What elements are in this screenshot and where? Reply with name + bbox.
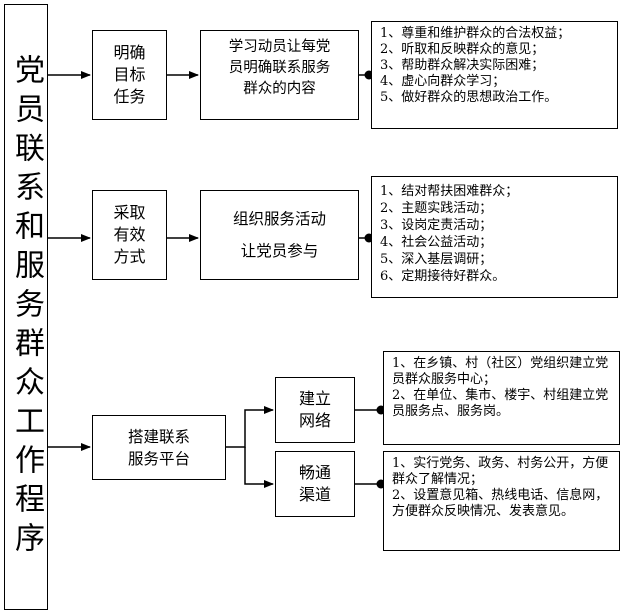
list-item: 2、主题实践活动； — [380, 201, 493, 216]
list-item: 1、结对帮扶困难群众； — [380, 184, 519, 199]
title-box: 党员联系和服务群众工作程序 — [4, 4, 48, 610]
channels-list: 1、实行党务、政务、村务公开，方便群众了解情况； 2、设置意见箱、热线电话、信息… — [392, 456, 611, 520]
list-item: 2、设置意见箱、热线电话、信息网，方便群众反映情况、发表意见。 — [392, 488, 609, 519]
list-box-network: 1、在乡镇、村（社区）党组织建立党员群众服务中心； 2、在单位、集市、楼宇、村组… — [383, 351, 620, 445]
step-box-build-platform: 搭建联系 服务平台 — [92, 415, 226, 480]
list-item: 1、在乡镇、村（社区）党组织建立党员群众服务中心； — [392, 356, 609, 387]
service-contents-list: 1、尊重和维护群众的合法权益； 2、听取和反映群众的意见； 3、帮助群众解决实际… — [380, 26, 609, 106]
branch-box-build-network: 建立 网络 — [275, 377, 355, 443]
network-list: 1、在乡镇、村（社区）党组织建立党员群众服务中心； 2、在单位、集市、楼宇、村组… — [392, 356, 611, 420]
list-item: 2、听取和反映群众的意见； — [380, 42, 545, 57]
list-box-service-contents: 1、尊重和维护群众的合法权益； 2、听取和反映群众的意见； 3、帮助群众解决实际… — [371, 21, 618, 129]
branch-box-open-channels: 畅通 渠道 — [275, 451, 355, 517]
list-item: 6、定期接待好群众。 — [380, 269, 506, 284]
list-item: 1、尊重和维护群众的合法权益； — [380, 26, 571, 41]
list-item: 5、深入基层调研； — [380, 252, 493, 267]
activity-types-list: 1、结对帮扶困难群众； 2、主题实践活动； 3、设岗定责活动； 4、社会公益活动… — [380, 183, 609, 285]
step-box-clarify-goals: 明确 目标 任务 — [92, 30, 167, 120]
list-box-channels: 1、实行党务、政务、村务公开，方便群众了解情况； 2、设置意见箱、热线电话、信息… — [383, 451, 620, 551]
content-box-study-mobilize: 学习动员让每党 员明确联系服务 群众的内容 — [200, 30, 359, 120]
list-item: 3、设岗定责活动； — [380, 218, 493, 233]
step-box-effective-methods: 采取 有效 方式 — [92, 190, 167, 280]
list-box-activity-types: 1、结对帮扶困难群众； 2、主题实践活动； 3、设岗定责活动； 4、社会公益活动… — [371, 176, 618, 298]
branch-line-down — [244, 447, 274, 488]
list-item: 3、帮助群众解决实际困难； — [380, 58, 545, 73]
list-item: 2、在单位、集市、楼宇、村组建立党员服务点、服务岗。 — [392, 388, 609, 419]
list-item: 1、实行党务、政务、村务公开，方便群众了解情况； — [392, 456, 609, 487]
list-item: 4、社会公益活动； — [380, 235, 493, 250]
content-box-organize-activities: 组织服务活动 让党员参与 — [200, 190, 359, 280]
diagram-title: 党员联系和服务群众工作程序 — [9, 53, 44, 561]
list-item: 5、做好群众的思想政治工作。 — [380, 90, 558, 105]
list-item: 4、虚心向群众学习； — [380, 74, 506, 89]
branch-line-up — [226, 406, 274, 448]
